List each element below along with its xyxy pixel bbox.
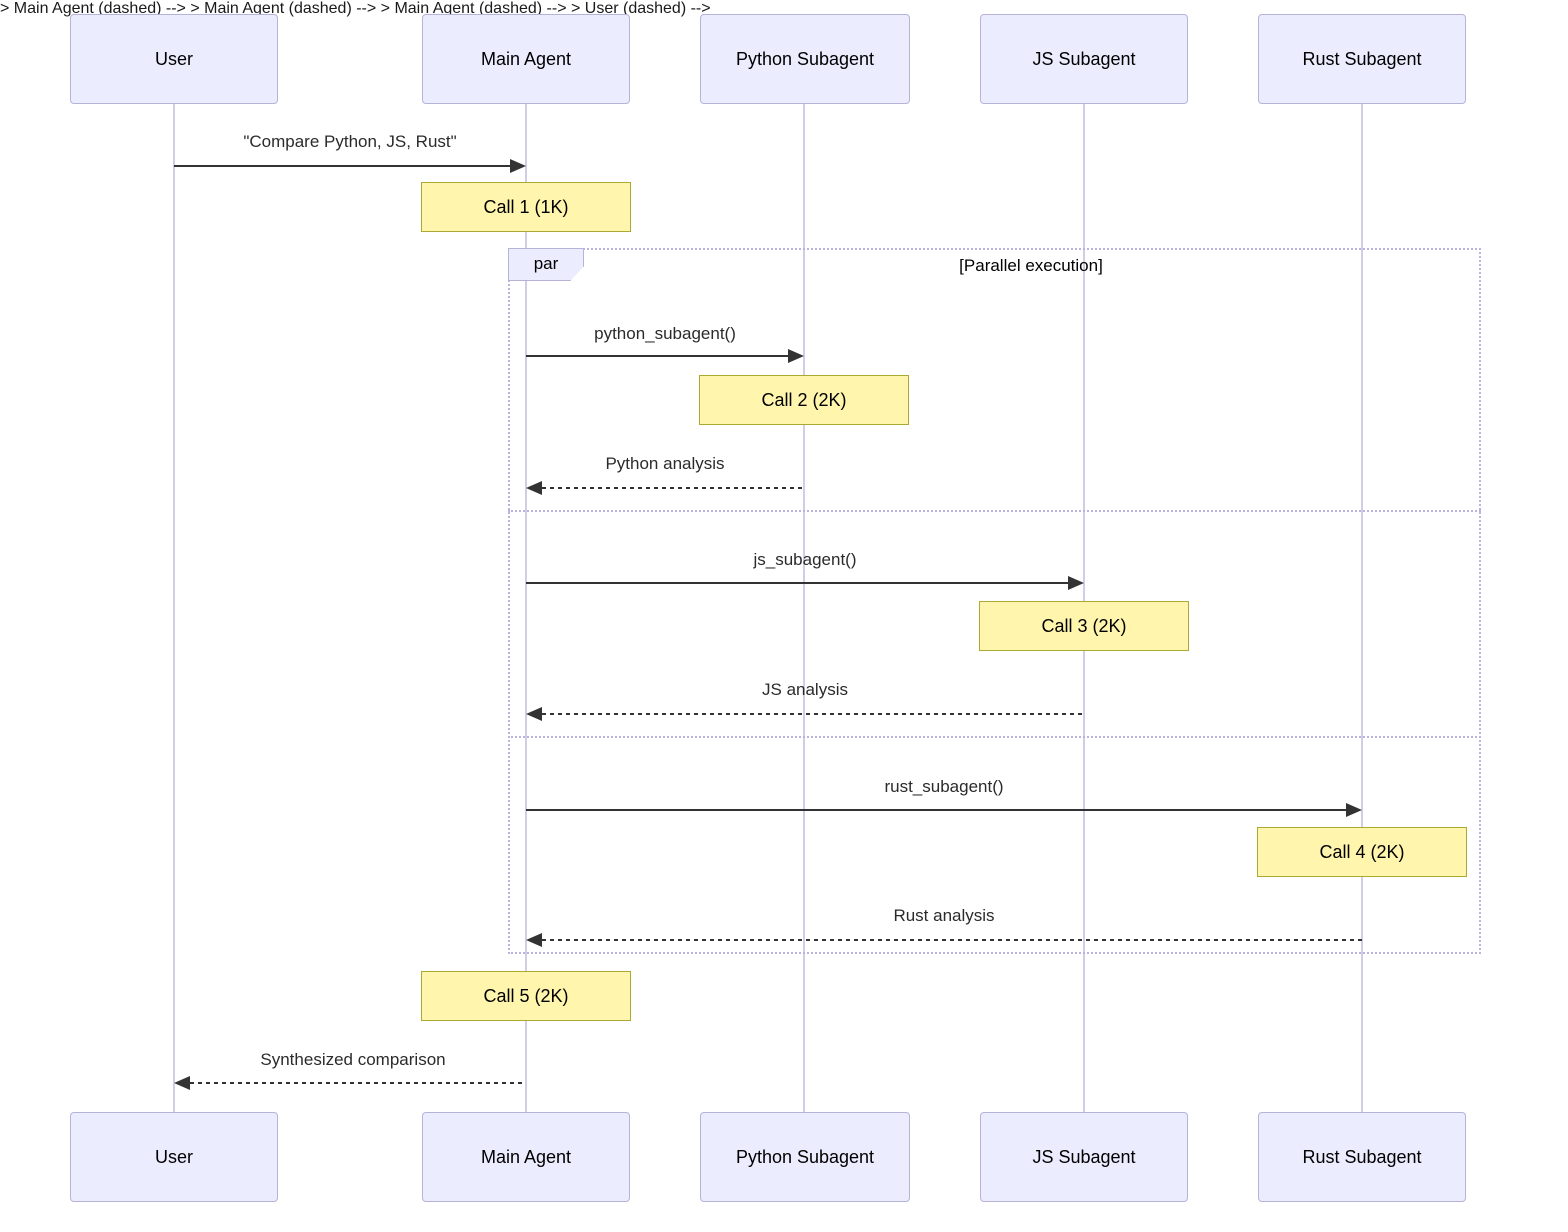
lifeline-main-agent xyxy=(525,104,527,1112)
lifeline-python-subagent xyxy=(803,104,805,1112)
note-call-1: Call 1 (1K) xyxy=(421,182,631,232)
note-call-4: Call 4 (2K) xyxy=(1257,827,1467,877)
actor-top-rust-subagent: Rust Subagent xyxy=(1258,14,1466,104)
message-label-python-subagent-call: python_subagent() xyxy=(594,324,736,343)
actor-bottom-main-agent: Main Agent xyxy=(422,1112,630,1202)
message-label-rust-analysis: Rust analysis xyxy=(893,906,995,925)
arrowhead-right-icon xyxy=(1068,576,1084,590)
note-call-5: Call 5 (2K) xyxy=(421,971,631,1021)
message-line-rust-subagent-call xyxy=(526,809,1348,811)
message-line-python-subagent-call xyxy=(526,355,790,357)
actor-top-user: User xyxy=(70,14,278,104)
message-line-js-subagent-call xyxy=(526,582,1070,584)
par-title: [Parallel execution] xyxy=(959,256,1103,275)
actor-bottom-js-subagent: JS Subagent xyxy=(980,1112,1188,1202)
message-line-synthesized-comparison xyxy=(190,1082,526,1084)
arrowhead-right-icon xyxy=(788,349,804,363)
par-divider-1 xyxy=(508,510,1481,512)
actor-bottom-rust-subagent: Rust Subagent xyxy=(1258,1112,1466,1202)
arrowhead-left-icon xyxy=(174,1076,190,1090)
arrowhead-right-icon xyxy=(510,159,526,173)
lifeline-rust-subagent xyxy=(1361,104,1363,1112)
message-label-js-analysis: JS analysis xyxy=(762,680,848,699)
message-label-rust-subagent-call: rust_subagent() xyxy=(884,777,1004,796)
arrowhead-right-icon xyxy=(1346,803,1362,817)
message-label-python-analysis: Python analysis xyxy=(605,454,725,473)
message-line-rust-analysis xyxy=(542,939,1362,941)
arrowhead-left-icon xyxy=(526,707,542,721)
actor-top-main-agent: Main Agent xyxy=(422,14,630,104)
actor-bottom-python-subagent: Python Subagent xyxy=(700,1112,910,1202)
arrowhead-left-icon xyxy=(526,481,542,495)
message-label-js-subagent-call: js_subagent() xyxy=(753,550,857,569)
par-tab-label: par xyxy=(508,248,584,281)
actor-bottom-user: User xyxy=(70,1112,278,1202)
actor-top-js-subagent: JS Subagent xyxy=(980,14,1188,104)
message-label-compare: "Compare Python, JS, Rust" xyxy=(243,132,457,151)
message-line-js-analysis xyxy=(542,713,1084,715)
arrowhead-left-icon xyxy=(526,933,542,947)
message-line-python-analysis xyxy=(542,487,804,489)
actor-top-python-subagent: Python Subagent xyxy=(700,14,910,104)
lifeline-user xyxy=(173,104,175,1112)
message-line-compare xyxy=(174,165,512,167)
note-call-3: Call 3 (2K) xyxy=(979,601,1189,651)
note-call-2: Call 2 (2K) xyxy=(699,375,909,425)
message-label-synthesized-comparison: Synthesized comparison xyxy=(260,1050,446,1069)
par-divider-2 xyxy=(508,736,1481,738)
par-block-frame xyxy=(508,248,1481,954)
